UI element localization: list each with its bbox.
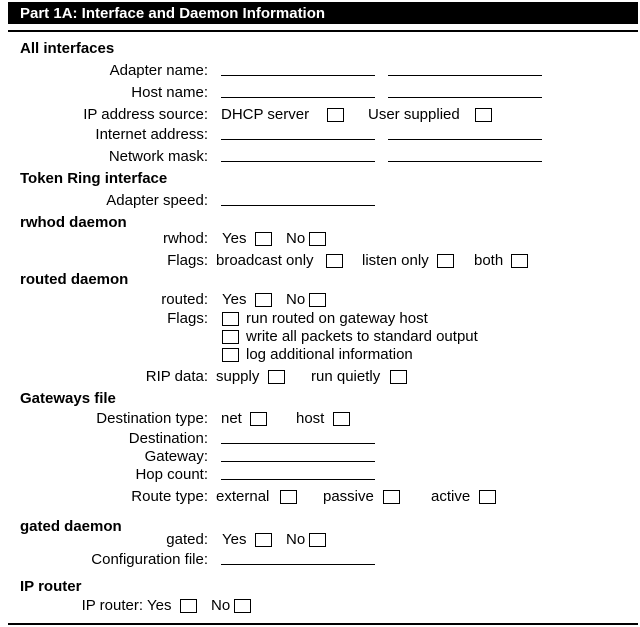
gateway-field[interactable] (221, 461, 375, 462)
rwhod-yes-checkbox[interactable] (255, 232, 272, 246)
config-file-field[interactable] (221, 564, 375, 565)
dhcp-checkbox[interactable] (327, 108, 344, 122)
routed-yes-checkbox[interactable] (255, 293, 272, 307)
adapter-name-label: Adapter name: (109, 62, 208, 79)
gated-yes-label: Yes (222, 531, 247, 548)
routed-opt3-label: log additional information (246, 346, 413, 363)
ip-router-yes-checkbox[interactable] (180, 599, 197, 613)
ip-router-no-checkbox[interactable] (234, 599, 251, 613)
adapter-name-field-2[interactable] (388, 75, 542, 76)
host-name-field-2[interactable] (388, 97, 542, 98)
routed-yes-label: Yes (222, 291, 247, 308)
external-label: external (216, 488, 270, 505)
passive-label: passive (323, 488, 374, 505)
gated-label: gated: (166, 531, 208, 548)
both-checkbox[interactable] (511, 254, 528, 268)
routed-opt2-label: write all packets to standard output (246, 328, 478, 345)
network-mask-label: Network mask: (108, 148, 208, 165)
bottom-rule (8, 623, 638, 625)
destination-field[interactable] (221, 443, 375, 444)
dest-type-label: Destination type: (96, 410, 208, 427)
page-title: Part 1A: Interface and Daemon Informatio… (20, 5, 326, 22)
section-gated: gated daemon (20, 518, 122, 535)
active-checkbox[interactable] (479, 490, 496, 504)
listen-label: listen only (362, 252, 429, 269)
external-checkbox[interactable] (280, 490, 297, 504)
ip-source-label: IP address source: (83, 106, 208, 123)
user-supplied-label: User supplied (368, 106, 460, 123)
internet-address-field-1[interactable] (221, 139, 375, 140)
listen-checkbox[interactable] (437, 254, 454, 268)
broadcast-label: broadcast only (216, 252, 314, 269)
routed-no-label: No (286, 291, 306, 308)
adapter-name-field-1[interactable] (221, 75, 375, 76)
routed-flags-label: Flags: (167, 310, 208, 327)
both-label: both (474, 252, 504, 269)
network-mask-field-2[interactable] (388, 161, 542, 162)
section-ip-router: IP router (20, 578, 82, 595)
routed-opt2-checkbox[interactable] (222, 330, 239, 344)
section-all-interfaces: All interfaces (20, 40, 115, 57)
gated-no-label: No (286, 531, 306, 548)
section-token-ring: Token Ring interface (20, 170, 168, 187)
adapter-speed-field[interactable] (221, 205, 375, 206)
rwhod-no-checkbox[interactable] (309, 232, 326, 246)
routed-label: routed: (161, 291, 208, 308)
active-label: active (431, 488, 471, 505)
destination-label: Destination: (128, 430, 208, 447)
routed-opt1-label: run routed on gateway host (246, 310, 428, 327)
internet-address-field-2[interactable] (388, 139, 542, 140)
rip-data-label: RIP data: (145, 368, 208, 385)
host-label: host (296, 410, 325, 427)
net-label: net (221, 410, 242, 427)
quietly-checkbox[interactable] (390, 370, 407, 384)
hop-count-label: Hop count: (135, 466, 208, 483)
user-supplied-checkbox[interactable] (475, 108, 492, 122)
host-name-label: Host name: (131, 84, 208, 101)
adapter-speed-label: Adapter speed: (106, 192, 208, 209)
rwhod-label: rwhod: (162, 230, 208, 247)
gateway-label: Gateway: (144, 448, 208, 465)
top-rule (8, 30, 638, 32)
routed-opt1-checkbox[interactable] (222, 312, 239, 326)
section-rwhod: rwhod daemon (20, 214, 127, 231)
gated-yes-checkbox[interactable] (255, 533, 272, 547)
network-mask-field-1[interactable] (221, 161, 375, 162)
net-checkbox[interactable] (250, 412, 267, 426)
rwhod-no-label: No (286, 230, 306, 247)
title-bar: Part 1A: Interface and Daemon Informatio… (8, 2, 638, 24)
quietly-label: run quietly (311, 368, 381, 385)
passive-checkbox[interactable] (383, 490, 400, 504)
supply-label: supply (216, 368, 260, 385)
supply-checkbox[interactable] (268, 370, 285, 384)
section-routed: routed daemon (20, 271, 129, 288)
host-checkbox[interactable] (333, 412, 350, 426)
routed-no-checkbox[interactable] (309, 293, 326, 307)
dhcp-label: DHCP server (221, 106, 310, 123)
ip-router-label: IP router: (81, 597, 143, 614)
ip-router-yes-label: Yes (147, 597, 172, 614)
rwhod-yes-label: Yes (222, 230, 247, 247)
hop-count-field[interactable] (221, 479, 375, 480)
routed-opt3-checkbox[interactable] (222, 348, 239, 362)
config-file-label: Configuration file: (91, 551, 208, 568)
ip-router-no-label: No (211, 597, 231, 614)
rwhod-flags-label: Flags: (167, 252, 208, 269)
internet-address-label: Internet address: (95, 126, 208, 143)
route-type-label: Route type: (131, 488, 208, 505)
section-gateways: Gateways file (20, 390, 116, 407)
broadcast-checkbox[interactable] (326, 254, 343, 268)
gated-no-checkbox[interactable] (309, 533, 326, 547)
host-name-field-1[interactable] (221, 97, 375, 98)
